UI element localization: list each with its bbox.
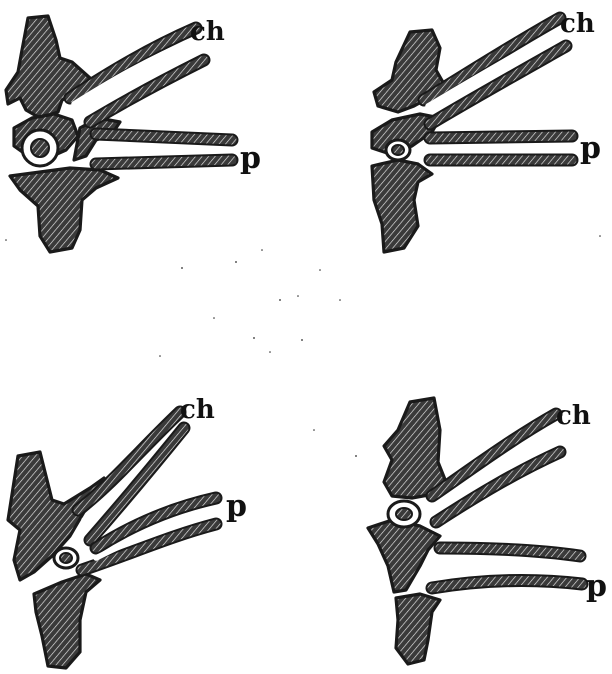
- label-p: p: [580, 131, 601, 166]
- label-p: p: [226, 489, 247, 524]
- mid-bone-mass: [368, 520, 440, 592]
- panel-top-left: ch p: [6, 16, 261, 252]
- label-ch: ch: [180, 395, 215, 425]
- lower-bone-mass: [372, 160, 432, 252]
- ovum-core: [31, 139, 49, 157]
- panel-bottom-left: ch p: [8, 395, 247, 668]
- panel-top-right: ch p: [372, 9, 601, 252]
- ovum-core: [396, 508, 412, 520]
- lower-bone-mass: [34, 574, 100, 668]
- ovum-core: [392, 145, 404, 155]
- label-ch: ch: [560, 9, 595, 39]
- label-ch: ch: [190, 17, 225, 47]
- label-p: p: [586, 569, 607, 604]
- lower-bone-mass: [396, 594, 440, 664]
- panel-bottom-right: ch p: [368, 398, 607, 664]
- label-p: p: [240, 141, 261, 176]
- upper-bone-mass: [384, 398, 446, 498]
- label-ch: ch: [556, 401, 591, 431]
- lower-bone-mass: [10, 168, 118, 252]
- paper-specks: [5, 235, 601, 457]
- ovum-core: [60, 553, 72, 563]
